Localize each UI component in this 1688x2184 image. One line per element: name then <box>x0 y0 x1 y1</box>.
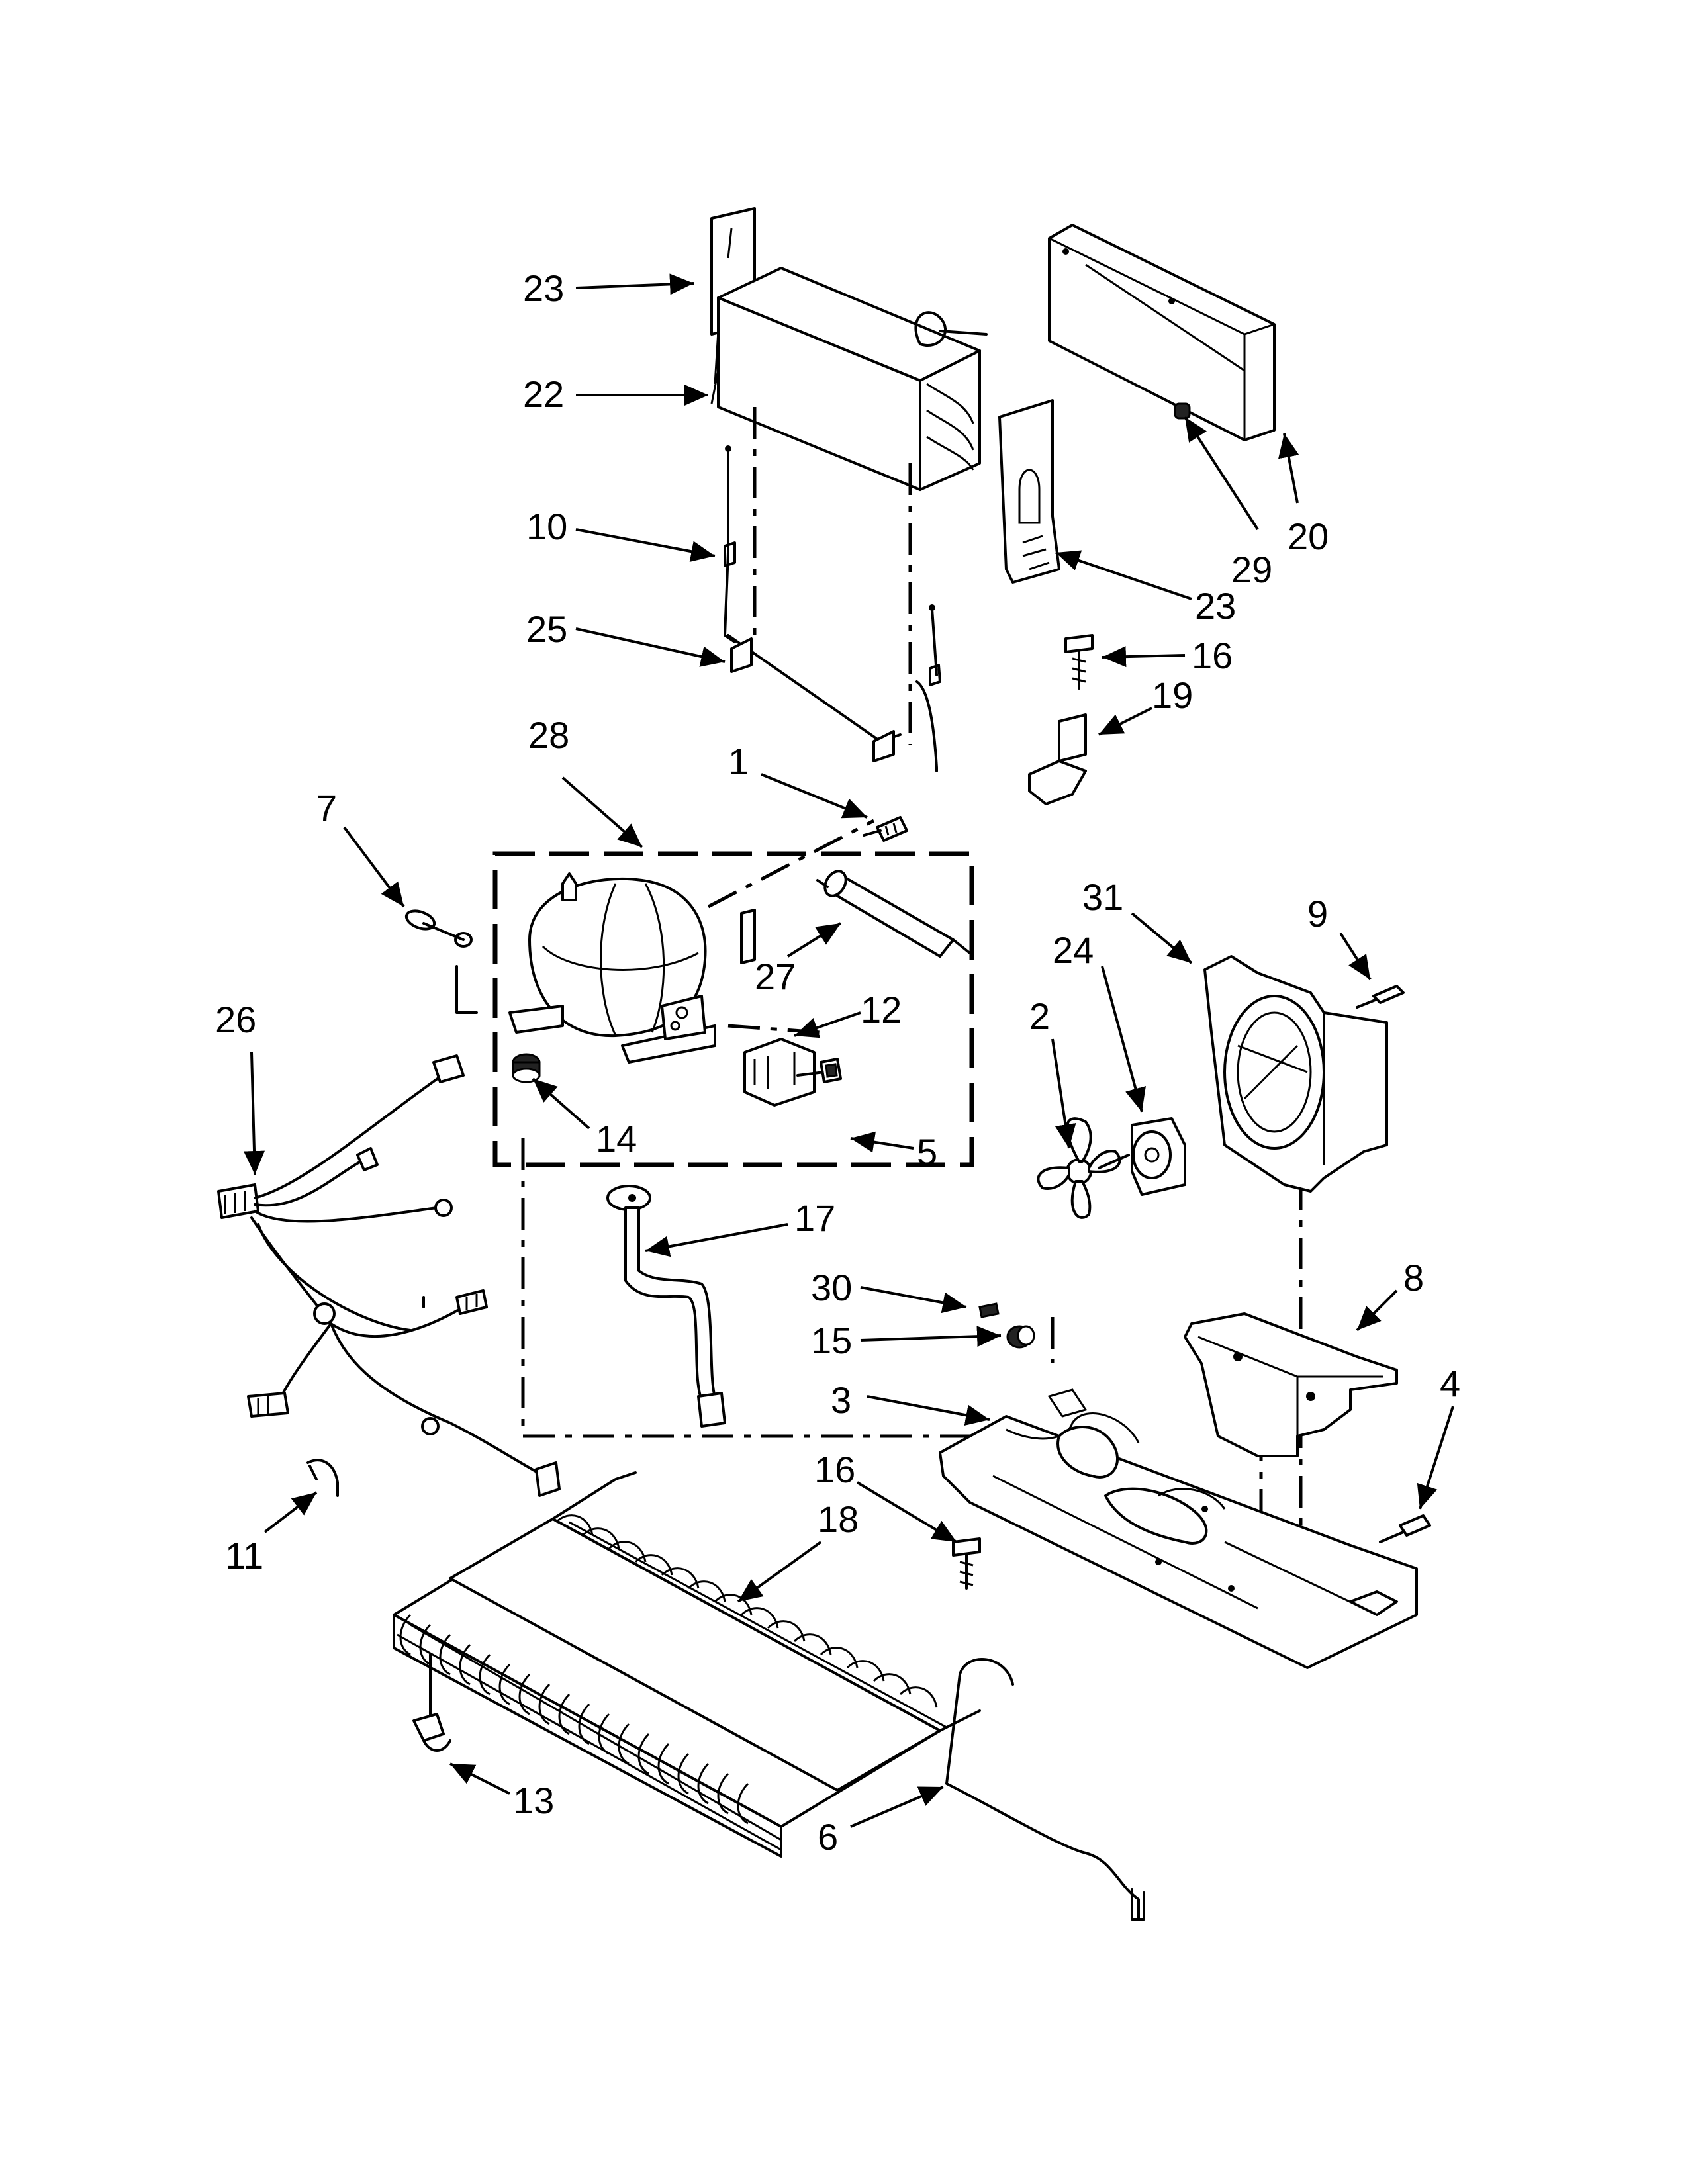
screw-bottom <box>952 1537 981 1590</box>
heater-wire <box>945 1658 1145 1921</box>
callout-24: 24 <box>1053 929 1094 971</box>
callout-23-top: 23 <box>523 267 564 309</box>
overload <box>820 1058 842 1083</box>
callout-15: 15 <box>811 1320 852 1361</box>
wiring-harness <box>217 1054 561 1497</box>
callout-26: 26 <box>215 999 256 1040</box>
leader-lines <box>244 273 1454 1828</box>
clip <box>1028 713 1087 805</box>
screw-1 <box>863 816 908 842</box>
grommet-15 <box>1006 1325 1035 1349</box>
callout-16-top: 16 <box>1192 635 1233 676</box>
callout-20: 20 <box>1288 516 1329 557</box>
callout-29: 29 <box>1231 549 1272 590</box>
callout-18: 18 <box>818 1498 859 1540</box>
callout-8: 8 <box>1403 1257 1424 1298</box>
link <box>404 909 473 948</box>
callout-7: 7 <box>316 787 337 829</box>
shroud <box>1048 224 1276 441</box>
ground-line <box>455 965 478 1014</box>
assembly-lines <box>521 407 1303 1615</box>
callout-19: 19 <box>1152 674 1193 716</box>
callout-30: 30 <box>811 1267 852 1308</box>
callout-9: 9 <box>1307 893 1328 934</box>
screw-top <box>1064 634 1094 690</box>
compressor <box>508 872 756 1064</box>
callout-22: 22 <box>523 373 564 415</box>
callout-10: 10 <box>526 506 567 547</box>
compressor-kit-box <box>492 851 974 1167</box>
fan-bracket <box>1203 955 1388 1193</box>
callout-2: 2 <box>1029 995 1050 1037</box>
callout-11: 11 <box>225 1535 263 1576</box>
callout-1: 1 <box>728 741 749 782</box>
screw-4 <box>1379 1514 1431 1543</box>
dryer <box>816 870 971 958</box>
compressor-grommet <box>512 1053 541 1083</box>
grommet <box>1174 402 1191 420</box>
callout-3: 3 <box>831 1379 851 1421</box>
plug-30 <box>978 1302 1000 1318</box>
callout-12: 12 <box>861 989 902 1030</box>
callout-5: 5 <box>917 1131 937 1173</box>
callout-31: 31 <box>1082 876 1123 918</box>
fan-mount <box>1184 1312 1398 1457</box>
callout-13: 13 <box>513 1780 554 1821</box>
callout-14: 14 <box>596 1118 637 1160</box>
harness-clip <box>306 1459 339 1497</box>
callout-16-bottom: 16 <box>814 1449 855 1490</box>
callout-27: 27 <box>755 956 796 997</box>
condenser <box>710 267 988 491</box>
callout-4: 4 <box>1440 1363 1460 1404</box>
condenser-bracket-right <box>998 399 1060 584</box>
drain-tube <box>606 1185 726 1428</box>
callout-23-right: 23 <box>1195 585 1236 627</box>
evaporator <box>393 1471 981 1858</box>
fan-motor <box>1098 1117 1186 1196</box>
callout-17: 17 <box>794 1197 835 1239</box>
fan-blade <box>1037 1117 1121 1219</box>
evaporator-clip <box>412 1713 451 1752</box>
callout-labels: 23 22 10 25 20 29 23 16 19 28 1 7 27 12 … <box>215 267 1460 1858</box>
base-plate <box>939 1388 1418 1669</box>
relay <box>743 1038 825 1107</box>
thermistor-tube <box>724 445 941 772</box>
callout-6: 6 <box>818 1816 838 1858</box>
callout-28: 28 <box>528 714 569 756</box>
callout-25: 25 <box>526 608 567 650</box>
screw-9 <box>1356 985 1405 1009</box>
